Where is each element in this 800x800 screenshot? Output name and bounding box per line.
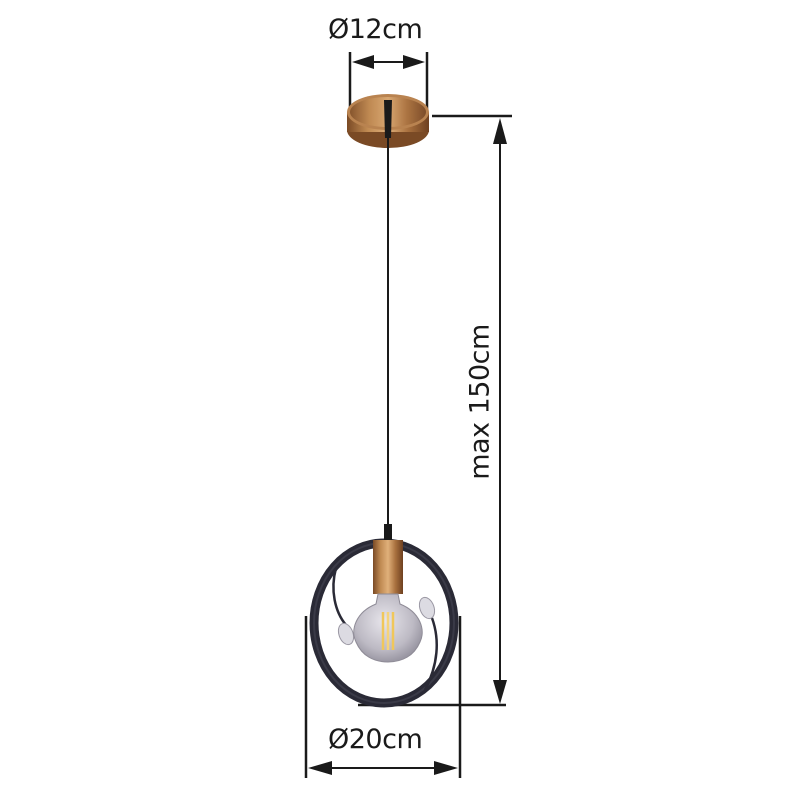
- bulb: [353, 593, 423, 663]
- ring-dimension: [304, 616, 462, 778]
- ring-diameter-label: Ø20cm: [328, 724, 423, 755]
- arrow-left-icon: [352, 55, 374, 69]
- crystal-arms: [332, 567, 438, 691]
- arrow-right-icon: [434, 761, 458, 775]
- crystal-icon: [337, 622, 355, 646]
- canopy: [347, 94, 429, 148]
- arrow-down-icon: [493, 680, 507, 704]
- canopy-diameter-label: Ø12cm: [328, 14, 423, 45]
- arrow-left-icon: [308, 761, 332, 775]
- arrow-right-icon: [403, 55, 425, 69]
- height-dimension: [358, 114, 512, 707]
- socket: [373, 524, 403, 594]
- crystal-icon: [418, 596, 436, 620]
- arrow-up-icon: [493, 118, 507, 144]
- max-height-label: max 150cm: [464, 324, 496, 480]
